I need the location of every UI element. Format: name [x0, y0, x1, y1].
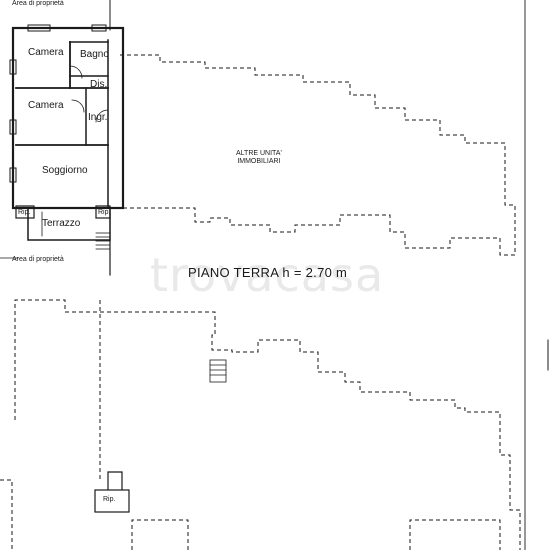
bottom-unit-a [131, 519, 189, 550]
door-ingr [95, 109, 109, 123]
room-dis: Dis. [90, 79, 108, 90]
room-soggiorno: Soggiorno [42, 165, 88, 176]
room-rip-lower: Rip. [103, 496, 116, 503]
terrazzo-outline [27, 207, 111, 241]
rip-lower-wall [107, 471, 123, 490]
window-left-1 [9, 59, 17, 75]
area-di-proprieta-bottom: Area di proprietà [12, 256, 64, 263]
room-terrazzo: Terrazzo [42, 218, 81, 229]
room-camera-2: Camera [28, 100, 64, 111]
room-camera-1: Camera [28, 47, 64, 58]
watermark: trovacasa [150, 248, 385, 302]
area-di-proprieta-top: Area di proprietà [12, 0, 64, 7]
window-top-2 [91, 24, 107, 32]
window-left-3 [9, 167, 17, 183]
left-building-outline [0, 479, 13, 550]
other-units-line-1: ALTRE UNITA' [236, 150, 282, 157]
rip-lower-box [94, 489, 130, 513]
rip-left-box [15, 205, 35, 219]
other-units-label: ALTRE UNITA' IMMOBILIARI [236, 150, 282, 167]
door-camera-1 [69, 65, 83, 79]
room-rip-left: Rip. [18, 209, 31, 216]
level-title: PIANO TERRA h = 2.70 m [188, 265, 348, 280]
other-units-line-2: IMMOBILIARI [237, 158, 281, 166]
window-left-2 [9, 119, 17, 135]
window-top-1 [27, 24, 51, 32]
door-camera-2 [71, 99, 85, 113]
room-ingr: Ingr. [88, 112, 108, 123]
stairs-terrace [95, 232, 111, 250]
bottom-unit-b [409, 519, 501, 550]
room-rip-right: Rip. [98, 209, 111, 216]
other-units-upper-outline [120, 54, 516, 256]
rip-right-box [95, 205, 111, 219]
other-units-lower-outline [14, 299, 521, 550]
stairs-center [209, 359, 227, 383]
room-bagno: Bagno [80, 49, 109, 60]
